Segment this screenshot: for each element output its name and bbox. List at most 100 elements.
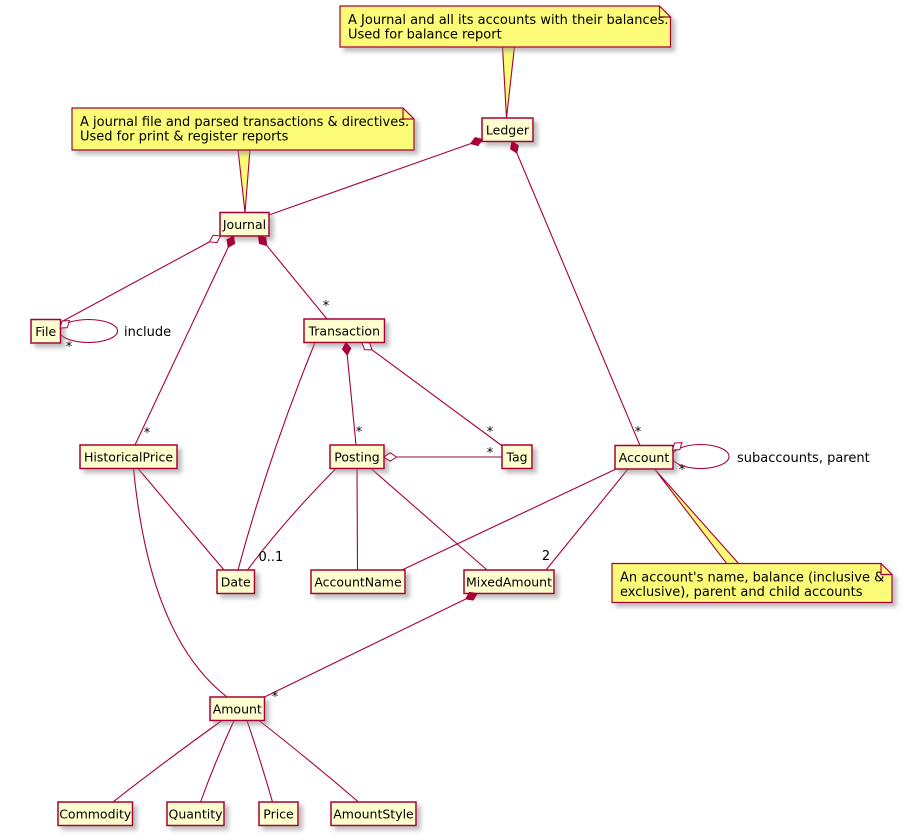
class-box-file: [30, 318, 62, 344]
class-box-amountstyle: [330, 801, 417, 827]
composition-diamond-mixedamount-amount: [464, 591, 478, 601]
boxes-layer: A Journal and all its accounts with thei…: [30, 5, 893, 827]
note-fold-note-account: [880, 563, 892, 576]
class-name-account: Account: [619, 450, 670, 465]
class-amountstyle: AmountStyle: [330, 801, 417, 827]
edge-historicalprice-amount: [132, 468, 228, 698]
class-mixedamount: MixedAmount: [463, 569, 555, 595]
class-box-ledger: [481, 117, 534, 143]
edge-amount-price: [246, 720, 274, 803]
class-name-posting: Posting: [334, 449, 379, 464]
edge-posting-mixedamount: [370, 468, 488, 571]
note-note-journal: A journal file and parsed transactions &…: [71, 107, 415, 151]
class-name-historicalprice: HistoricalPrice: [84, 449, 173, 464]
edge-posting-date: [247, 468, 337, 571]
note-tail-note-journal: [237, 148, 251, 213]
class-name-quantity: Quantity: [168, 806, 223, 821]
edge-transaction-posting: [346, 354, 357, 446]
class-historicalprice: HistoricalPrice: [79, 444, 178, 470]
class-name-price: Price: [263, 806, 294, 821]
note-text-line: An account's name, balance (inclusive &: [620, 571, 884, 586]
class-accountname: AccountName: [310, 569, 406, 595]
multiplicity-file-include: *: [66, 340, 73, 355]
class-name-transaction: Transaction: [307, 323, 380, 338]
multiplicity-transaction-tag: *: [487, 425, 494, 440]
note-body-note-account: [611, 562, 893, 604]
class-amount: Amount: [209, 696, 266, 722]
multiplicity-ledger-account: *: [635, 425, 642, 440]
class-box-quantity: [166, 801, 225, 827]
edge-account-accountname: [401, 468, 617, 571]
class-file: File: [30, 318, 62, 344]
class-box-date: [216, 569, 256, 595]
composition-diamond-ledger-journal: [469, 137, 484, 147]
edge-journal-historicalprice: [134, 247, 229, 446]
multiplicity-transaction-posting: *: [356, 425, 363, 440]
edge-transaction-tag: [371, 349, 504, 447]
multiplicity-account-mixedamount: 2: [542, 549, 550, 564]
note-text-line: exclusive), parent and child accounts: [620, 585, 863, 600]
multiplicity-posting-tag: *: [487, 446, 494, 461]
class-posting: Posting: [329, 444, 385, 470]
edge-journal-transaction: [266, 245, 328, 320]
association-label-account-subaccounts: subaccounts, parent: [737, 451, 870, 466]
class-name-file: File: [35, 324, 56, 339]
class-journal: Journal: [219, 211, 270, 237]
composition-diamond-ledger-account: [509, 140, 519, 154]
class-box-account: [614, 444, 674, 470]
class-box-transaction: [303, 318, 386, 344]
class-name-ledger: Ledger: [486, 122, 530, 137]
edge-journal-file: [62, 241, 210, 322]
note-text-line: A Journal and all its accounts with thei…: [348, 13, 669, 28]
edge-historicalprice-date: [137, 468, 225, 571]
class-box-historicalprice: [79, 444, 178, 470]
aggregation-diamond-posting-tag: [383, 452, 398, 462]
class-commodity: Commodity: [57, 801, 134, 827]
aggregation-diamond-journal-file: [208, 234, 222, 244]
edge-posting-accountname: [356, 468, 359, 571]
multiplicity-journal-historicalprice: *: [144, 426, 151, 441]
note-text-line: A journal file and parsed transactions &…: [80, 115, 409, 130]
edge-amount-commodity: [112, 720, 223, 803]
aggregation-diamond-account-subaccounts: [671, 442, 683, 451]
class-quantity: Quantity: [166, 801, 225, 827]
multiplicity-posting-date: 0..1: [259, 550, 284, 565]
edge-transaction-date: [237, 342, 316, 571]
note-tail-note-ledger: [501, 45, 516, 119]
class-name-journal: Journal: [222, 217, 266, 232]
class-name-amountstyle: AmountStyle: [333, 806, 414, 821]
note-tail-note-account: [654, 469, 741, 565]
edge-amount-quantity: [199, 720, 235, 803]
class-box-price: [258, 801, 299, 827]
note-body-note-ledger: [339, 5, 672, 48]
class-price: Price: [258, 801, 299, 827]
class-transaction: Transaction: [303, 318, 386, 344]
class-box-mixedamount: [463, 569, 555, 595]
class-tag: Tag: [501, 444, 533, 470]
composition-diamond-journal-transaction: [257, 235, 268, 247]
class-name-tag: Tag: [505, 449, 527, 464]
multiplicity-account-subaccounts: *: [679, 463, 686, 478]
class-name-mixedamount: MixedAmount: [466, 574, 552, 589]
edge-account-mixedamount: [545, 468, 629, 571]
note-text-line: Used for print & register reports: [80, 130, 289, 145]
multiplicity-journal-transaction: *: [323, 299, 330, 314]
note-note-account: An account's name, balance (inclusive &e…: [611, 562, 893, 604]
association-label-file-include: include: [124, 325, 171, 340]
class-ledger: Ledger: [481, 117, 534, 143]
class-name-amount: Amount: [213, 701, 262, 716]
class-box-commodity: [57, 801, 134, 827]
aggregation-diamond-transaction-tag: [361, 341, 373, 351]
edge-ledger-journal: [265, 143, 471, 217]
composition-diamond-journal-historicalprice: [226, 235, 236, 249]
class-box-tag: [501, 444, 533, 470]
class-name-date: Date: [221, 574, 251, 589]
class-date: Date: [216, 569, 256, 595]
edges-layer: [58, 143, 730, 803]
class-box-accountname: [310, 569, 406, 595]
diamonds-layer: [59, 137, 683, 601]
composition-diamond-transaction-posting: [341, 341, 352, 356]
